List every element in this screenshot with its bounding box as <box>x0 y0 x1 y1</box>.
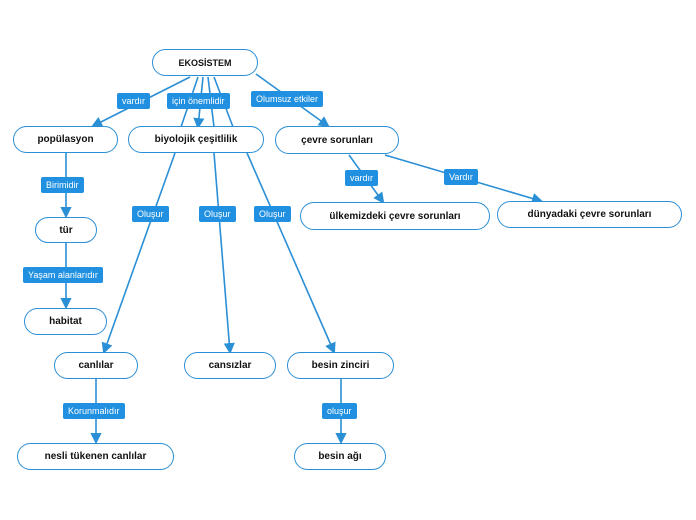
node-tur[interactable]: tür <box>35 217 97 243</box>
node-besin-zinciri[interactable]: besin zinciri <box>287 352 394 379</box>
edge-biyolojik-cansizlar <box>213 152 235 355</box>
node-ekosistem[interactable]: EKOSİSTEM <box>152 49 258 76</box>
link-label-olusur-cansizlar: Oluşur <box>199 206 236 222</box>
link-label-yasam-alanlaridir: Yaşam alanlarıdır <box>23 267 103 283</box>
node-cansizlar[interactable]: cansızlar <box>184 352 276 379</box>
link-label-olusur-besin-zinciri: Oluşur <box>254 206 291 222</box>
link-label-korunmalidir: Korunmalıdır <box>63 403 125 419</box>
node-nesli-tukenen-canlilar[interactable]: nesli tükenen canlılar <box>17 443 174 470</box>
node-cevre-sorunlari[interactable]: çevre sorunları <box>275 126 399 154</box>
node-ulkemizdeki-cevre-sorunlari[interactable]: ülkemizdeki çevre sorunları <box>300 202 490 230</box>
node-dunyadaki-cevre-sorunlari[interactable]: dünyadaki çevre sorunları <box>497 201 682 228</box>
node-besin-agi[interactable]: besin ağı <box>294 443 386 470</box>
node-populasyon[interactable]: popülasyon <box>13 126 118 153</box>
link-label-vardir-populasyon: vardır <box>117 93 151 109</box>
link-label-vardir-ulkemizdeki: vardır <box>345 170 379 186</box>
link-label-vardir-dunyadaki: Vardır <box>444 169 478 185</box>
link-label-birimidir: Birimidir <box>41 177 84 193</box>
link-label-olusur-canlilar: Oluşur <box>132 206 169 222</box>
node-biyolojik-cesitlilik[interactable]: biyolojik çeşitlilik <box>128 126 264 153</box>
edge-biyolojik-canlilar <box>101 152 176 355</box>
node-habitat[interactable]: habitat <box>24 308 107 335</box>
link-label-olumsuz-etkiler: Olumsuz etkiler <box>251 91 324 107</box>
link-label-icin-onemlidir: için önemlidir <box>167 93 230 109</box>
link-label-olusur-besin-agi: oluşur <box>322 403 357 419</box>
edge-biyolojik-besin-zinciri <box>246 152 336 355</box>
node-canlilar[interactable]: canlılar <box>54 352 138 379</box>
